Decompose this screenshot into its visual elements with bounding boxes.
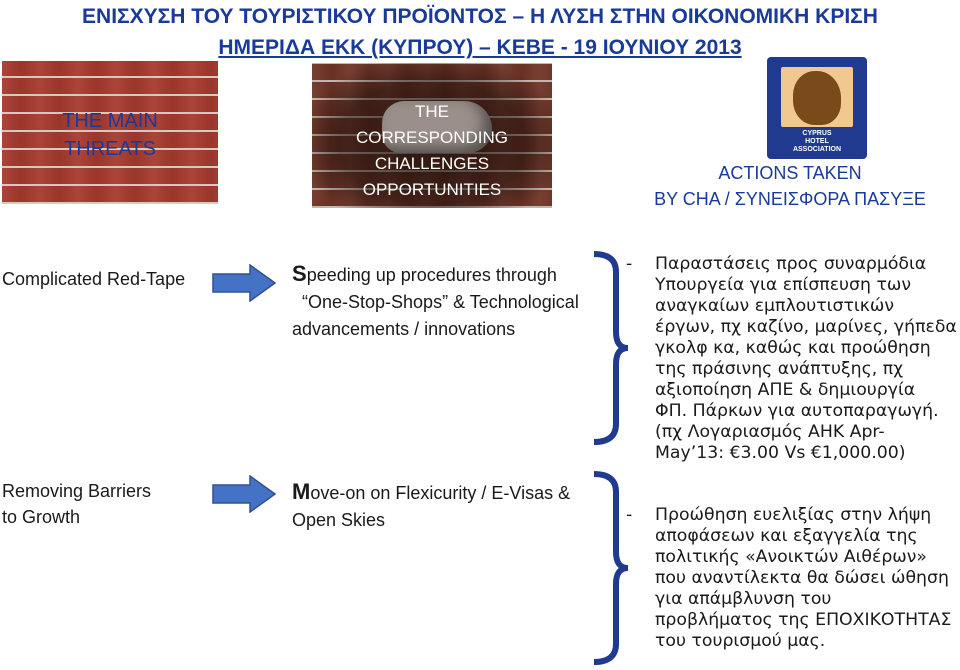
action-item-1: - Παραστάσεις προς συναρμόδια Υπουργεία … [626,254,957,463]
right-brace-icon [593,251,629,445]
title-line-2: ΗΜΕΡΙΔΑ ΕΚΚ (ΚΥΠΡΟΥ) – ΚΕΒΕ - 19 ΙΟΥΝΙΟΥ… [218,36,742,59]
action-item-2: - Προώθηση ευελιξίας στην λήψη αποφάσεων… [626,505,952,651]
fist-icon [382,101,492,153]
right-brace-icon [593,471,629,665]
brick-wall-image: THE MAIN THREATS [2,61,218,204]
challenge-speeding-up: Speeding up procedures through “One-Stop… [292,261,579,339]
challenges-label: THE CORRESPONDING CHALLENGES OPPORTUNITI… [355,102,509,199]
cyprus-hotel-association-logo: CYPRUS HOTEL ASSOCIATION [767,57,867,159]
right-arrow-icon [212,475,276,513]
fist-through-wall-image: THE CORRESPONDING CHALLENGES OPPORTUNITI… [312,63,552,208]
ancient-head-icon [793,71,841,125]
actions-taken-heading: ACTIONS TAKEN BY CHA / ΣΥΝΕΙΣΦΟΡΑ ΠΑΣΥΞΕ [654,163,926,209]
challenge-move-on: Move-on on Flexicurity / E-Visas & Open … [292,479,571,530]
main-threats-label: THE MAIN THREATS [62,110,158,160]
logo-text: CYPRUS HOTEL ASSOCIATION [792,130,842,153]
threat-removing-barriers: Removing Barriers to Growth [2,481,152,527]
right-arrow-icon [212,264,276,302]
threat-red-tape: Complicated Red-Tape [2,269,186,289]
title-line-1: ΕΝΙΣΧΥΣΗ ΤΟΥ ΤΟΥΡΙΣΤΙΚΟΥ ΠΡΟΪΟΝΤΟΣ – Η Λ… [82,5,878,28]
